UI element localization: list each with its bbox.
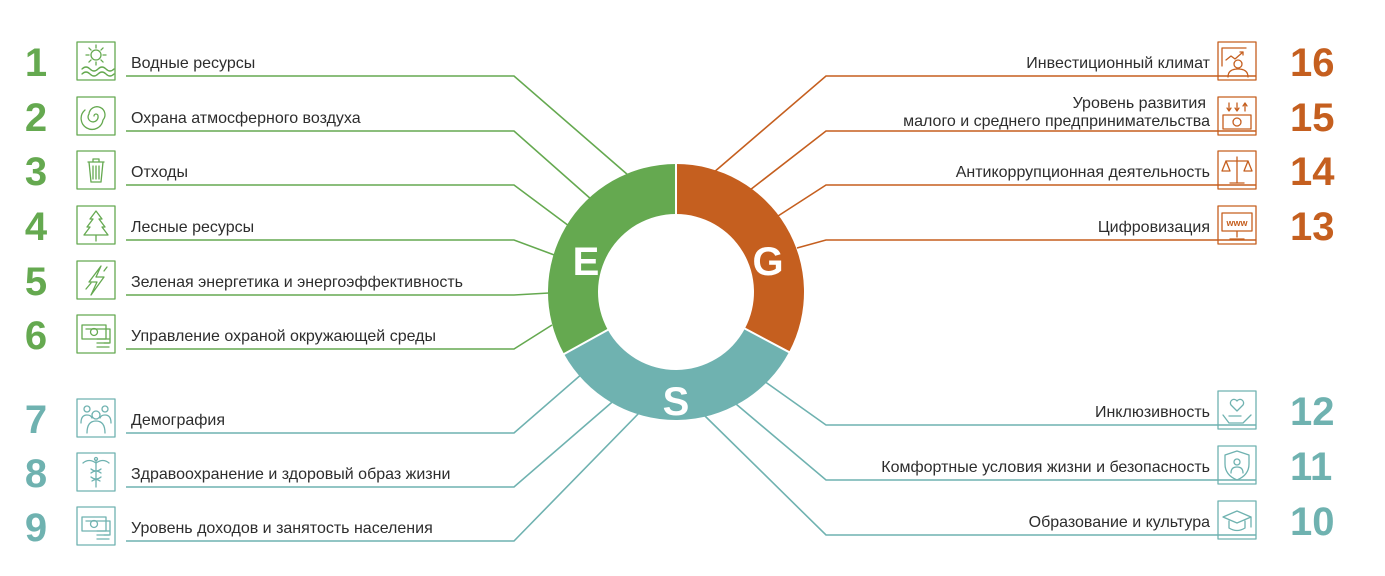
item-label: Зеленая энергетика и энергоэффективность [131,274,463,291]
connector-line [126,130,593,201]
item-number: 8 [25,452,47,496]
www-icon: www [1217,205,1257,245]
connector-line [763,380,1256,426]
connector-line [126,75,629,176]
connector-line [126,184,570,227]
item-label-line: малого и среднего предпринимательства [903,113,1210,130]
left-item: 6 Управление охраной окружающей среды [25,314,436,358]
lightning-icon [76,260,116,300]
ring-separator [743,327,791,354]
ring-letter-s: S [663,380,690,424]
esg-ring: E G S [548,163,804,424]
right-item: 16 Инвестиционный климат [1026,41,1334,85]
left-item: 7 Демография [25,398,225,442]
right-item: 10 Образование и культура [1029,500,1335,544]
item-label: Отходы [131,164,188,181]
heart-hand-icon [1217,390,1257,430]
item-number: 11 [1290,445,1332,489]
connector-line [126,396,619,488]
ring-letter-e: E [573,240,600,284]
connector-line [735,403,1256,481]
connector-line [126,239,558,257]
left-item: 8 Здравоохранение и здоровый образ жизни [25,452,451,496]
item-label: Управление охраной окружающей среды [131,328,436,345]
item-label: Образование и культура [1029,514,1210,531]
item-number: 3 [25,150,47,194]
item-label: Лесные ресурсы [131,219,254,236]
item-number: 12 [1290,390,1335,434]
item-label: Водные ресурсы [131,55,255,72]
item-number: 1 [25,41,47,85]
business-icon [1217,96,1257,136]
connector-lines [126,75,1256,542]
item-label: Антикоррупционная деятельность [956,164,1210,181]
ring-separator [562,328,610,356]
item-label-line: Уровень развития [1073,95,1206,112]
item-label: Комфортные условия жизни и безопасность [881,459,1210,476]
connector-line [126,372,584,434]
item-number: 14 [1290,150,1335,194]
graduation-cap-icon [1217,500,1257,540]
item-label: Инклюзивность [1095,404,1210,421]
right-item: 13 www Цифровизация [1098,205,1335,249]
connector-line [777,184,1256,217]
connector-line [712,75,1256,174]
item-number: 5 [25,260,47,304]
left-item: 1 Водные ресурсы [25,41,255,85]
left-item: 9 Уровень доходов и занятость населения [25,506,433,550]
item-number: 6 [25,314,47,358]
money-icon [76,314,116,354]
connector-line [749,130,1256,191]
money-icon [76,506,116,546]
people-icon [76,398,116,438]
item-label: Инвестиционный климат [1026,55,1210,72]
item-number: 10 [1290,500,1335,544]
connector-line [126,292,550,296]
investment-icon [1217,41,1257,81]
item-number: 15 [1290,96,1335,140]
left-item: 3 Отходы [25,150,188,194]
right-item: 14 Антикоррупционная деятельность [956,150,1336,194]
left-item: 5 Зеленая энергетика и энергоэффективност… [25,260,463,304]
ring-segment-s [564,328,790,420]
item-number: 4 [25,205,48,249]
connector-line [704,415,1256,536]
right-item: 12 Инклюзивность [1095,390,1335,434]
left-item: 2 Охрана атмосферного воздуха [25,96,361,140]
item-label: Демография [131,412,225,429]
caduceus-icon [76,452,116,492]
item-number: 2 [25,96,47,140]
item-label: Охрана атмосферного воздуха [131,110,361,127]
item-number: 13 [1290,205,1335,249]
connector-line [796,239,1256,249]
ring-segment-e [548,164,676,355]
ring-letter-g: G [752,240,783,284]
tree-icon [76,205,116,245]
scales-icon [1217,150,1257,190]
shield-icon [1217,445,1257,485]
right-item: 11 Комфортные условия жизни и безопасност… [881,445,1332,489]
item-number: 16 [1290,41,1335,85]
www-icon-text: www [1225,218,1248,228]
ring-segment-g [676,164,804,353]
item-number: 7 [25,398,47,442]
connector-line [126,410,642,542]
connector-line [126,324,553,350]
item-label: Цифровизация [1098,219,1210,236]
item-number: 9 [25,506,47,550]
water-icon [76,41,116,81]
item-label: Здравоохранение и здоровый образ жизни [131,466,450,483]
item-label: Уровень доходов и занятость населения [131,520,433,537]
left-item: 4 Лесные ресурсы [25,205,254,249]
trash-icon [76,150,116,190]
items: 1 Водные ресурсы 2 Охрана атмосферного возд… [25,41,1335,550]
air-icon [76,96,116,136]
